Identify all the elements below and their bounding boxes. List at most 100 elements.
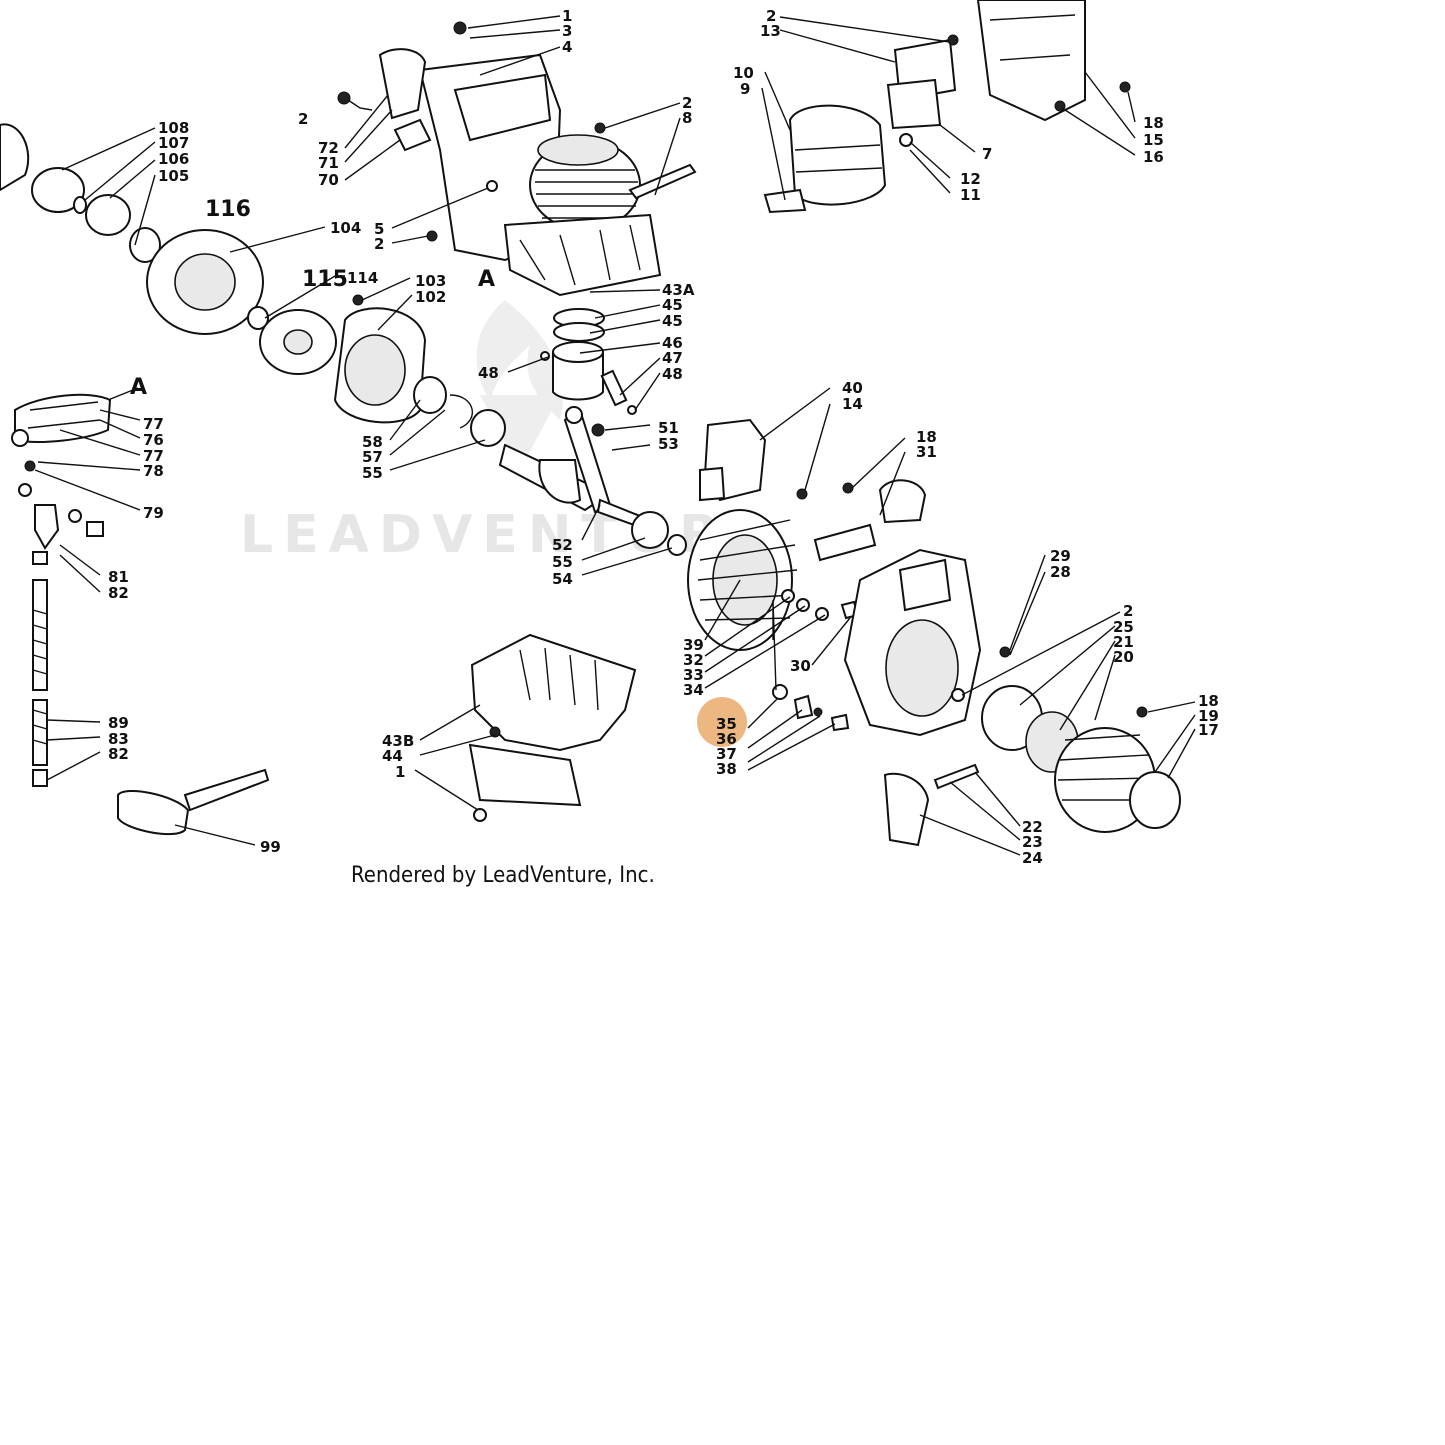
callout-2[interactable]: 2 [766, 7, 776, 25]
flywheel-ignition-assembly [687, 418, 927, 732]
callout-45[interactable]: 45 [662, 312, 683, 330]
callout-55[interactable]: 55 [362, 464, 383, 482]
callout-13[interactable]: 13 [760, 22, 781, 40]
callout-99[interactable]: 99 [260, 838, 281, 856]
callout-70[interactable]: 70 [318, 171, 339, 189]
callout-44[interactable]: 44 [382, 747, 403, 765]
callout-116[interactable]: 116 [205, 197, 251, 222]
callout-30[interactable]: 30 [790, 657, 811, 675]
callout-104[interactable]: 104 [330, 219, 361, 237]
callout-25[interactable]: 25 [1113, 618, 1134, 636]
highlight-marker [697, 697, 747, 747]
callout-40[interactable]: 40 [842, 379, 863, 397]
callout-89[interactable]: 89 [108, 714, 129, 732]
callout-2[interactable]: 2 [682, 94, 692, 112]
callout-1[interactable]: 1 [562, 7, 572, 25]
callout-8[interactable]: 8 [682, 109, 692, 127]
callout-10[interactable]: 10 [733, 64, 754, 82]
callout-106[interactable]: 106 [158, 150, 189, 168]
callout-48[interactable]: 48 [662, 365, 683, 383]
callout-24[interactable]: 24 [1022, 849, 1043, 867]
callout-107[interactable]: 107 [158, 134, 189, 152]
cylinder-shroud-assembly [337, 21, 697, 415]
callout-14[interactable]: 14 [842, 395, 863, 413]
callout-2[interactable]: 2 [1123, 602, 1133, 620]
callout-1[interactable]: 1 [395, 763, 405, 781]
callout-77[interactable]: 77 [143, 447, 164, 465]
callout-35[interactable]: 35 [716, 715, 737, 733]
callout-39[interactable]: 39 [683, 636, 704, 654]
callout-15[interactable]: 15 [1143, 131, 1164, 149]
callout-55[interactable]: 55 [552, 553, 573, 571]
callout-a[interactable]: A [130, 375, 147, 400]
callout-a[interactable]: A [478, 267, 495, 292]
callout-114[interactable]: 114 [347, 269, 378, 287]
carburetor-shaft-assembly [11, 393, 270, 835]
callout-108[interactable]: 108 [158, 119, 189, 137]
callout-45[interactable]: 45 [662, 296, 683, 314]
callout-54[interactable]: 54 [552, 570, 573, 588]
callout-52[interactable]: 52 [552, 536, 573, 554]
callout-76[interactable]: 76 [143, 431, 164, 449]
callout-48[interactable]: 48 [478, 364, 499, 382]
callout-82[interactable]: 82 [108, 584, 129, 602]
callout-77[interactable]: 77 [143, 415, 164, 433]
callout-43b[interactable]: 43B [382, 732, 414, 750]
callout-71[interactable]: 71 [318, 154, 339, 172]
callout-83[interactable]: 83 [108, 730, 129, 748]
callout-16[interactable]: 16 [1143, 148, 1164, 166]
callout-3[interactable]: 3 [562, 22, 572, 40]
callout-19[interactable]: 19 [1198, 707, 1219, 725]
crankshaft-assembly [498, 406, 687, 556]
callout-103[interactable]: 103 [415, 272, 446, 290]
callout-2[interactable]: 2 [298, 110, 308, 128]
callout-17[interactable]: 17 [1198, 721, 1219, 739]
callout-12[interactable]: 12 [960, 170, 981, 188]
callout-37[interactable]: 37 [716, 745, 737, 763]
callout-32[interactable]: 32 [683, 651, 704, 669]
part-labels: 1 3 4 2 72 71 70 2 8 5 2 43A 45 45 46 47… [108, 7, 1219, 867]
callout-31[interactable]: 31 [916, 443, 937, 461]
callout-72[interactable]: 72 [318, 139, 339, 157]
crankcase-half [468, 633, 637, 822]
callout-78[interactable]: 78 [143, 462, 164, 480]
callout-58[interactable]: 58 [362, 433, 383, 451]
clutch-assembly [0, 123, 506, 447]
callout-20[interactable]: 20 [1113, 648, 1134, 666]
callout-21[interactable]: 21 [1113, 633, 1134, 651]
callout-4[interactable]: 4 [562, 38, 572, 56]
callout-9[interactable]: 9 [740, 80, 750, 98]
callout-105[interactable]: 105 [158, 167, 189, 185]
callout-38[interactable]: 38 [716, 760, 737, 778]
callout-18[interactable]: 18 [1143, 114, 1164, 132]
watermark-logo [476, 300, 563, 470]
callout-7[interactable]: 7 [982, 145, 992, 163]
callout-18[interactable]: 18 [1198, 692, 1219, 710]
callout-43a[interactable]: 43A [662, 281, 695, 299]
callout-22[interactable]: 22 [1022, 818, 1043, 836]
muffler-assembly [763, 0, 1131, 214]
callout-28[interactable]: 28 [1050, 563, 1071, 581]
callout-23[interactable]: 23 [1022, 833, 1043, 851]
callout-18[interactable]: 18 [916, 428, 937, 446]
callout-115[interactable]: 115 [302, 267, 348, 292]
callout-51[interactable]: 51 [658, 419, 679, 437]
callout-11[interactable]: 11 [960, 186, 981, 204]
callout-47[interactable]: 47 [662, 349, 683, 367]
callout-34[interactable]: 34 [683, 681, 704, 699]
callout-102[interactable]: 102 [415, 288, 446, 306]
callout-82[interactable]: 82 [108, 745, 129, 763]
recoil-starter-assembly [843, 548, 1181, 847]
callout-57[interactable]: 57 [362, 448, 383, 466]
callout-36[interactable]: 36 [716, 730, 737, 748]
credit-text: Rendered by LeadVenture, Inc. [351, 863, 655, 888]
callout-5[interactable]: 5 [374, 220, 384, 238]
callout-46[interactable]: 46 [662, 334, 683, 352]
callout-2[interactable]: 2 [374, 235, 384, 253]
callout-53[interactable]: 53 [658, 435, 679, 453]
callout-81[interactable]: 81 [108, 568, 129, 586]
callout-29[interactable]: 29 [1050, 547, 1071, 565]
callout-79[interactable]: 79 [143, 504, 164, 522]
callout-33[interactable]: 33 [683, 666, 704, 684]
